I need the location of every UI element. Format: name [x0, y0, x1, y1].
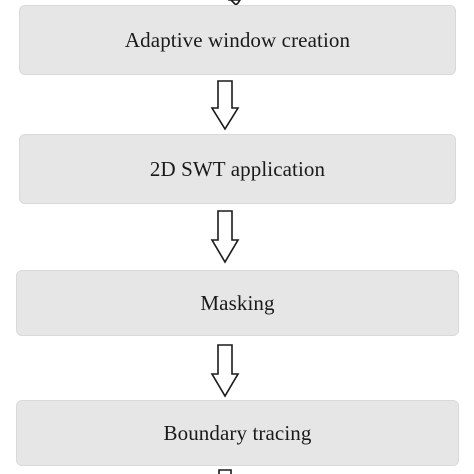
hollow-down-arrow-icon [210, 80, 240, 131]
step-boundary-tracing: Boundary tracing [16, 400, 459, 466]
hollow-down-arrow-icon [218, 469, 232, 474]
step-label: Masking [200, 290, 275, 315]
step-label: 2D SWT application [149, 156, 326, 181]
step-adaptive-window-creation: Adaptive window creation [19, 5, 456, 75]
step-masking: Masking [16, 270, 459, 336]
hollow-down-arrow-icon [210, 344, 240, 398]
step-label: Adaptive window creation [124, 27, 351, 52]
hollow-down-arrow-icon [210, 210, 240, 264]
step-label: Boundary tracing [163, 420, 312, 445]
step-2d-swt-application: 2D SWT application [19, 134, 456, 204]
